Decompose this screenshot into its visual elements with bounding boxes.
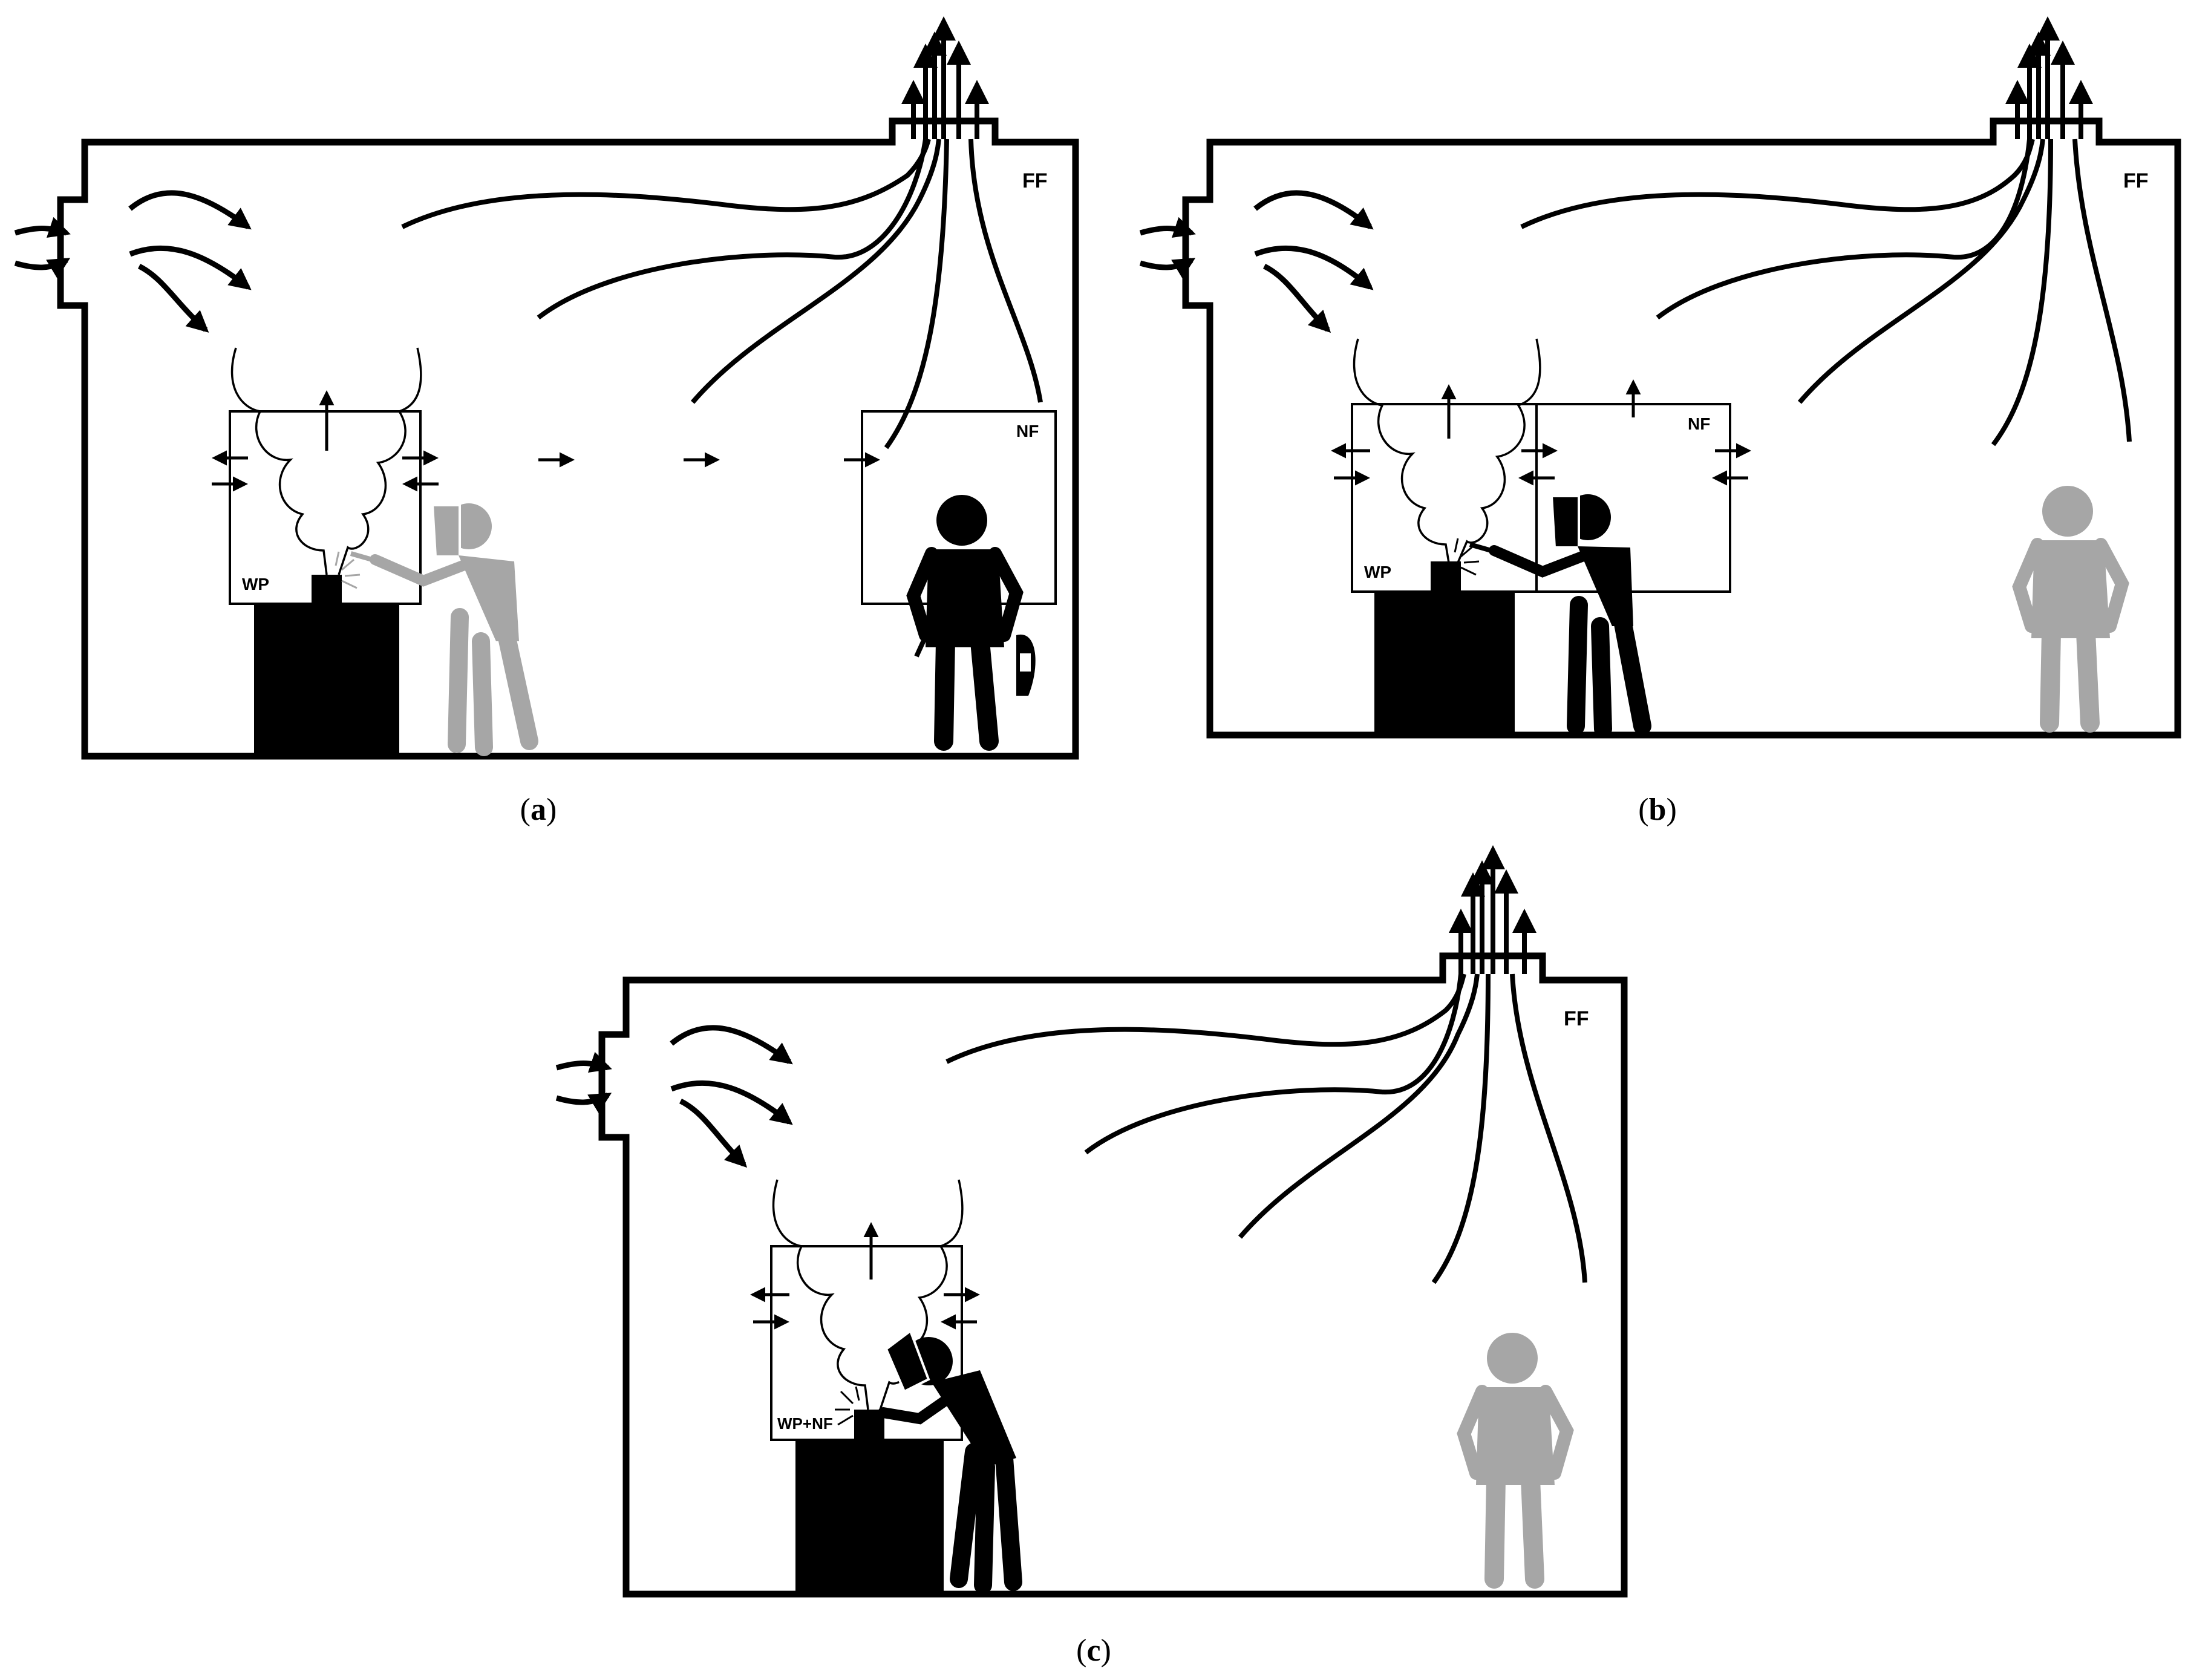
work-table bbox=[254, 605, 399, 753]
room-outline bbox=[598, 952, 1628, 1598]
panel-b: WP NF FF bbox=[1139, 16, 2181, 827]
welder-icon bbox=[350, 503, 538, 756]
work-table bbox=[795, 1441, 944, 1592]
label-wp-nf: WP+NF bbox=[777, 1414, 833, 1433]
room-outline bbox=[57, 117, 1079, 760]
welding-mask-icon bbox=[1016, 634, 1036, 696]
label-wp: WP bbox=[242, 575, 269, 593]
inlet-vent-icon bbox=[1139, 190, 1374, 333]
inlet-vent-icon bbox=[555, 1025, 793, 1168]
airflow-streamlines bbox=[945, 973, 1587, 1284]
plume-cloud bbox=[1353, 338, 1541, 563]
welder-icon bbox=[1469, 494, 1651, 738]
plume-exchange-arrows bbox=[212, 450, 439, 492]
exhaust-vent-icon bbox=[1449, 845, 1536, 974]
label-nf: NF bbox=[1016, 422, 1039, 440]
work-table bbox=[1374, 592, 1515, 735]
caption-c: (c) bbox=[1076, 1633, 1111, 1668]
plume-cloud bbox=[230, 347, 422, 575]
airflow-streamlines bbox=[401, 138, 1043, 449]
panel-c: WP+NF FF (c) bbox=[555, 845, 1628, 1668]
inlet-vent-icon bbox=[14, 190, 252, 333]
panel-a: WP NF bbox=[14, 16, 1079, 827]
plume-exchange-arrows bbox=[1331, 443, 1751, 486]
label-ff: FF bbox=[2123, 169, 2149, 192]
exhaust-vent-icon bbox=[2005, 16, 2093, 139]
welder-icon bbox=[878, 1329, 1022, 1594]
bystander-icon bbox=[1457, 1333, 1574, 1589]
exhaust-vent-icon bbox=[901, 16, 989, 139]
plume-exchange-arrows bbox=[750, 1287, 980, 1330]
workpiece bbox=[1431, 561, 1461, 593]
caption-a: (a) bbox=[520, 793, 557, 827]
airflow-streamlines bbox=[1520, 139, 2132, 446]
bystander-icon bbox=[2012, 486, 2129, 733]
room-outline bbox=[1182, 117, 2181, 739]
workpiece bbox=[312, 575, 342, 606]
label-ff: FF bbox=[1022, 169, 1048, 192]
label-wp: WP bbox=[1364, 563, 1391, 581]
welding-spark-icon bbox=[1454, 538, 1480, 576]
welding-spark-icon bbox=[335, 551, 361, 589]
bystander-icon bbox=[906, 495, 1024, 751]
label-nf: NF bbox=[1688, 414, 1710, 433]
caption-b: (b) bbox=[1638, 793, 1677, 827]
welding-spark-icon bbox=[835, 1386, 860, 1426]
label-ff: FF bbox=[1564, 1007, 1589, 1030]
